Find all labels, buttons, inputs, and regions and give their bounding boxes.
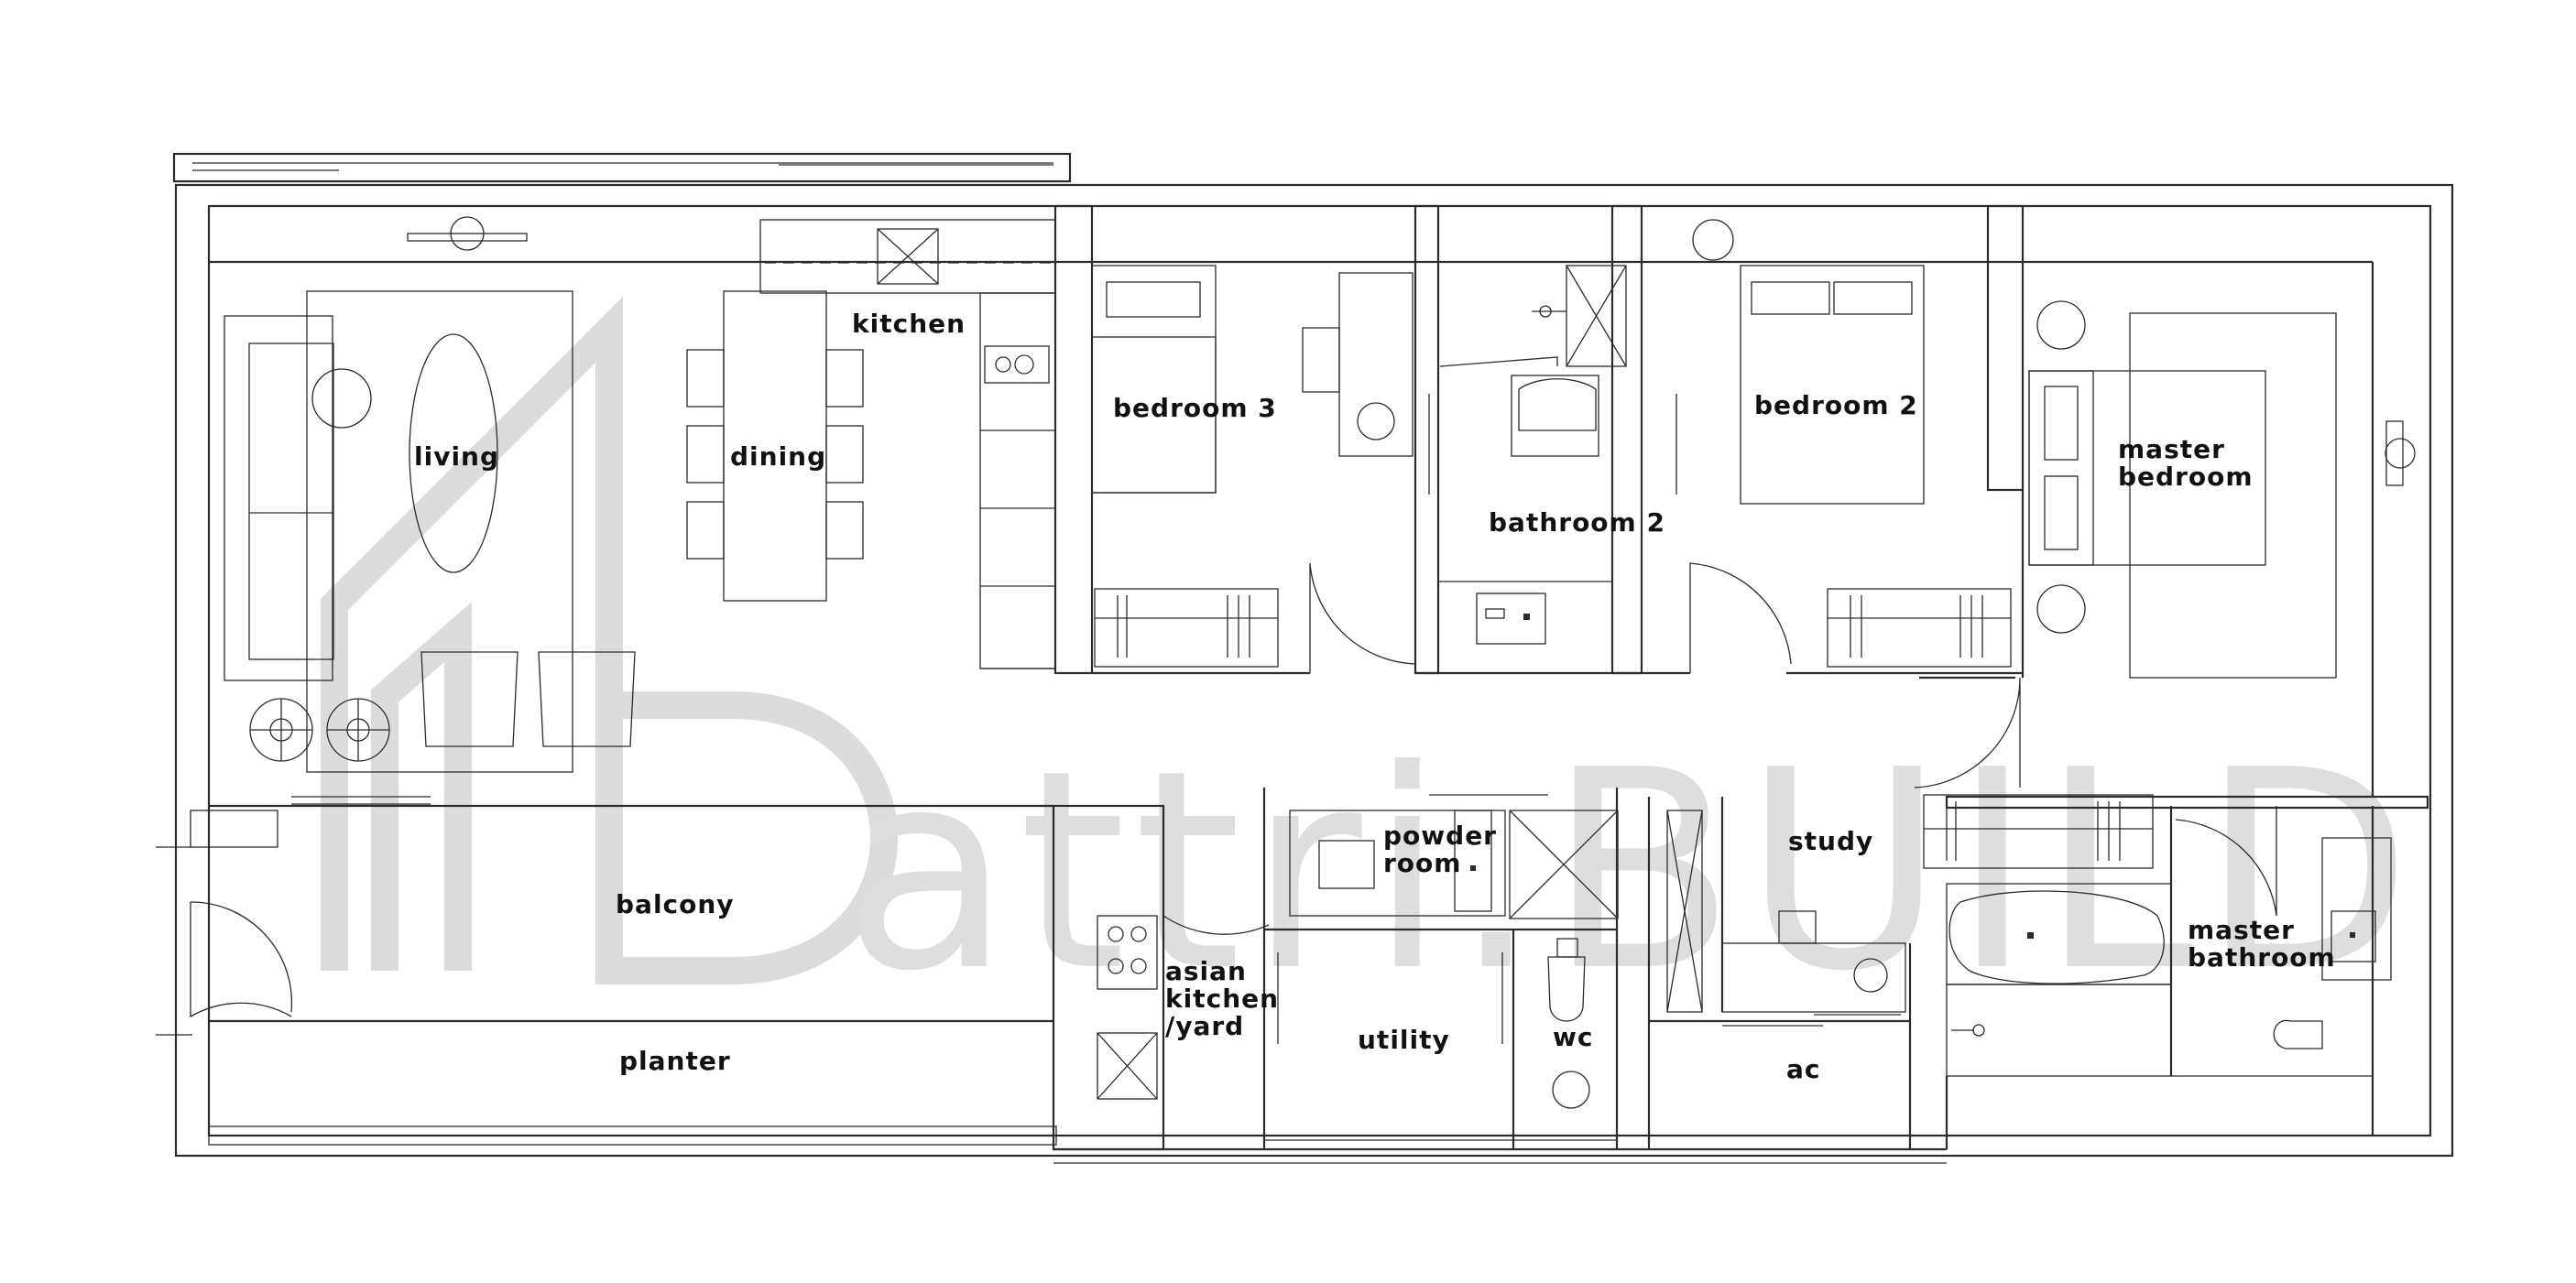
room-label-living: living bbox=[414, 441, 499, 472]
room-label-master-bedroom-line1: master bbox=[2118, 434, 2225, 464]
study-ac-area bbox=[1647, 797, 1912, 1149]
watermark-logo bbox=[321, 296, 898, 984]
living-area bbox=[224, 216, 636, 773]
room-label-powder-room-line1: powder bbox=[1383, 821, 1497, 851]
room-label-dining: dining bbox=[730, 441, 826, 472]
balcony-planter-area bbox=[156, 796, 1057, 1146]
room-label-wc: wc bbox=[1553, 1022, 1593, 1052]
room-label-asian-kitchen-line1: asian bbox=[1165, 956, 1247, 986]
dining-kitchen-area bbox=[686, 219, 1056, 669]
master-bedroom-area bbox=[1914, 300, 2416, 788]
watermark-text: attri.BUILD bbox=[843, 712, 2419, 1031]
room-label-bathroom-2: bathroom 2 bbox=[1489, 507, 1665, 538]
room-label-balcony: balcony bbox=[616, 889, 735, 919]
bottom-walls bbox=[1053, 1076, 2430, 1164]
room-label-master-bathroom-line2: bathroom bbox=[2188, 942, 2336, 973]
room-label-powder-room-line2: room bbox=[1383, 848, 1461, 878]
room-label-study: study bbox=[1788, 826, 1873, 856]
room-label-asian-kitchen-line2: kitchen bbox=[1165, 984, 1279, 1014]
room-label-bedroom-3: bedroom 3 bbox=[1113, 393, 1277, 423]
master-bathroom-area bbox=[1923, 794, 2429, 1136]
room-label-master-bedroom-line2: bedroom bbox=[2118, 462, 2254, 492]
room-labels: living dining kitchen bedroom 3 bathroom… bbox=[414, 309, 2336, 1084]
room-label-asian-kitchen-line3: /yard bbox=[1165, 1011, 1244, 1041]
room-label-utility: utility bbox=[1358, 1025, 1450, 1055]
bathroom-2-area bbox=[1414, 204, 1792, 675]
room-label-kitchen: kitchen bbox=[852, 309, 966, 339]
bedroom-2-area bbox=[1692, 204, 2025, 678]
bedroom-3-area bbox=[1053, 204, 1416, 675]
outer-walls bbox=[172, 152, 2454, 1158]
room-label-master-bathroom-line1: master bbox=[2188, 915, 2295, 945]
room-label-planter: planter bbox=[619, 1046, 731, 1076]
room-label-bedroom-2: bedroom 2 bbox=[1754, 390, 1918, 420]
room-label-ac: ac bbox=[1786, 1054, 1821, 1084]
